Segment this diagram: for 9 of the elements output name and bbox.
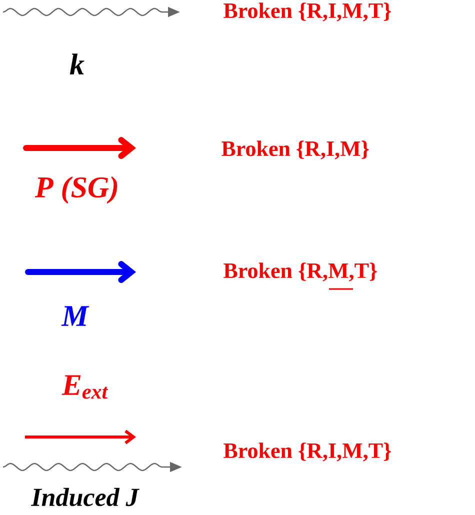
symbol-label: P (SG) xyxy=(34,176,118,204)
state-label: Broken {R,I,M} xyxy=(222,140,369,160)
symbol-label: M xyxy=(61,306,90,326)
symbol-label: Induced J xyxy=(30,488,140,506)
state-label: Broken {R,I,M,T} xyxy=(224,442,391,462)
state-label: Broken {R,I,M,T} xyxy=(224,2,391,22)
state-label: Broken {R,M,T} xyxy=(224,262,377,282)
symbol-label: k xyxy=(70,54,84,74)
symbol-label: E$_{ext}$ xyxy=(62,375,108,399)
